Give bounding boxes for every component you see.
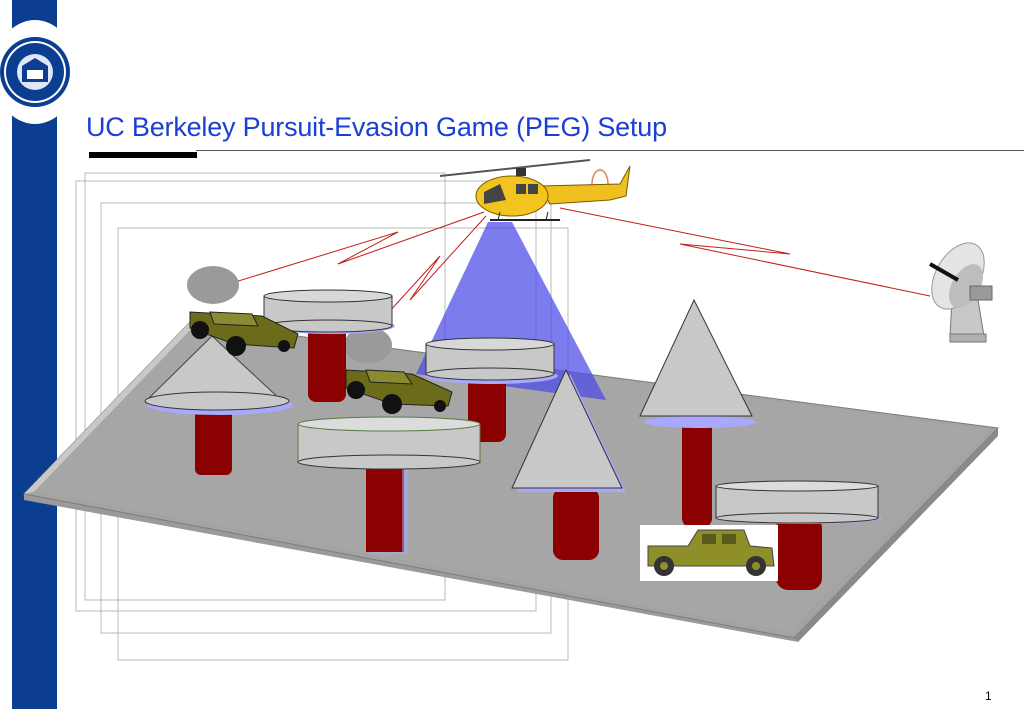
obstacle-disc-2 xyxy=(425,337,558,442)
title-underline-thin xyxy=(196,150,1024,151)
obstacle-triangle-center xyxy=(511,368,626,560)
page-number: 1 xyxy=(985,689,992,703)
obstacle-disc-4 xyxy=(715,480,882,590)
sensor-blob-1 xyxy=(187,266,239,304)
obstacle-disc-1 xyxy=(263,289,395,402)
page-title: UC Berkeley Pursuit-Evasion Game (PEG) S… xyxy=(86,112,667,142)
helicopter xyxy=(439,159,631,221)
humvee-image xyxy=(640,525,778,581)
uc-seal-logo xyxy=(0,20,84,124)
obstacle-triangle-right xyxy=(639,298,756,528)
ground-vehicle-1 xyxy=(189,311,299,356)
ground-vehicle-2 xyxy=(345,369,453,414)
satellite-dish xyxy=(929,242,993,343)
sensor-blob-2 xyxy=(344,327,392,363)
comm-links xyxy=(221,207,931,347)
title-underline-thick xyxy=(89,152,197,158)
obstacle-cone-left xyxy=(144,335,293,475)
obstacle-disc-3 xyxy=(297,416,481,554)
